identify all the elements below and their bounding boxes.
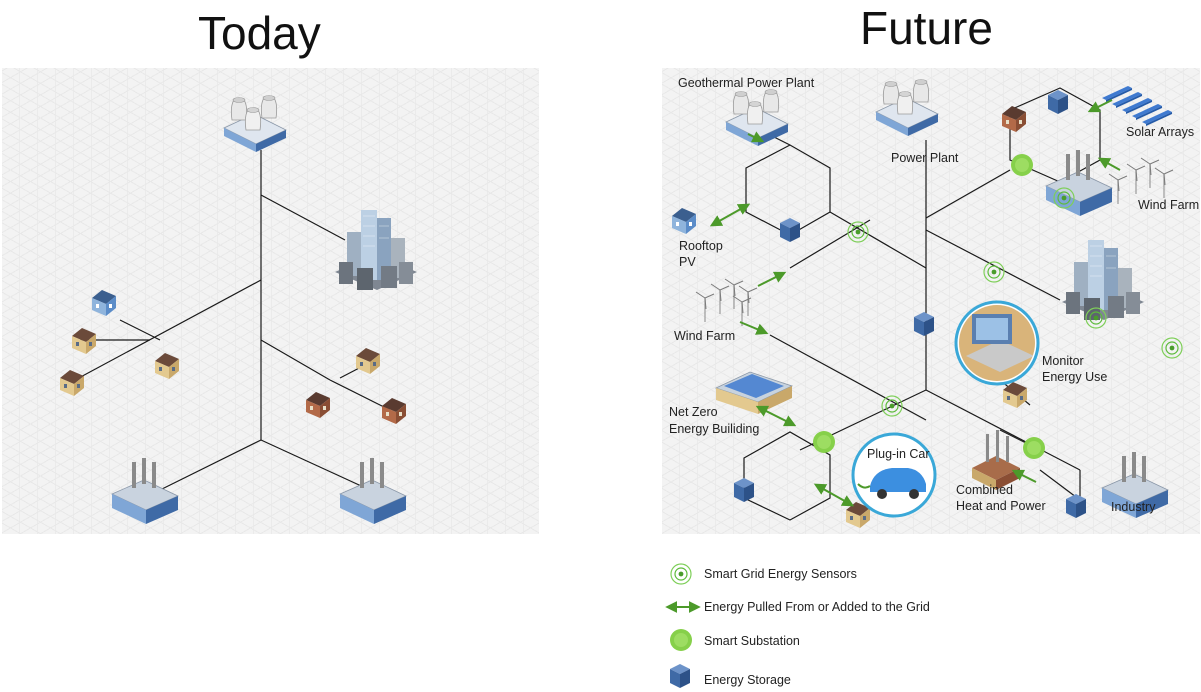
storage-cube-top-left	[780, 218, 800, 242]
legend-sensor-label: Smart Grid Energy Sensors	[704, 567, 857, 581]
today-grid-lines	[74, 150, 391, 491]
legend-arrow-label: Energy Pulled From or Added to the Grid	[704, 600, 930, 614]
today-power-plant	[223, 95, 287, 153]
substation-top-right	[1011, 154, 1033, 176]
label-rooftop-pv-2: PV	[679, 255, 696, 269]
today-house-dark	[382, 398, 406, 424]
wind-farm-left	[695, 278, 758, 327]
future-house-brick	[1002, 106, 1026, 132]
today-house-right-small	[356, 348, 380, 374]
label-net-zero-1: Net Zero	[669, 405, 718, 419]
legend-substation-label: Smart Substation	[704, 634, 800, 648]
today-city-buildings	[334, 209, 418, 291]
label-solar-arrays: Solar Arrays	[1126, 125, 1195, 139]
future-city-buildings	[1061, 239, 1145, 321]
solar-arrays	[1102, 86, 1172, 126]
label-wind-farm-left: Wind Farm	[674, 329, 736, 343]
today-panel	[2, 68, 539, 534]
legend-storage-label: Energy Storage	[704, 673, 791, 687]
sensor-4	[881, 395, 903, 417]
today-heading: Today	[198, 7, 321, 59]
today-house-brick	[306, 392, 330, 418]
label-rooftop-pv-1: Rooftop	[679, 239, 723, 253]
substation-bottom-right	[1023, 437, 1045, 459]
legend-storage-cube-icon	[670, 664, 690, 688]
today-house-yellow	[155, 353, 179, 379]
sensor-6	[1161, 337, 1183, 359]
today-factory-right	[339, 457, 407, 525]
storage-cube-bottom-left	[734, 478, 754, 502]
storage-cube-top-right	[1048, 90, 1068, 114]
label-power-plant: Power Plant	[891, 151, 959, 165]
label-net-zero-2: Energy Builiding	[669, 422, 760, 436]
label-chp-2: Heat and Power	[956, 499, 1046, 513]
net-zero-building	[714, 371, 794, 414]
label-monitor-2: Energy Use	[1042, 370, 1108, 384]
today-house-left	[60, 370, 84, 396]
label-monitor-1: Monitor	[1042, 354, 1084, 368]
label-wind-farm-top: Wind Farm	[1138, 198, 1200, 212]
energy-arrows	[709, 99, 1121, 507]
label-plugin-car: Plug-in Car	[867, 447, 930, 461]
monitor-energy-use-bubble	[954, 300, 1040, 386]
future-power-plant	[875, 79, 939, 137]
rooftop-pv-house	[672, 208, 696, 234]
plugin-car-bubble	[851, 432, 937, 518]
today-house-blue	[92, 290, 116, 316]
legend-substation-icon	[670, 629, 692, 651]
label-chp-1: Combined	[956, 483, 1013, 497]
chp-plant	[972, 430, 1020, 490]
label-geothermal: Geothermal Power Plant	[678, 76, 815, 90]
substation-bottom-left	[813, 431, 835, 453]
future-heading: Future	[860, 2, 993, 54]
legend-sensor-icon	[670, 563, 692, 585]
storage-cube-center	[914, 312, 934, 336]
label-industry: Industry	[1111, 500, 1156, 514]
storage-cube-bottom-right	[1066, 494, 1086, 518]
today-factory-left	[111, 457, 179, 525]
today-house-small	[72, 328, 96, 354]
